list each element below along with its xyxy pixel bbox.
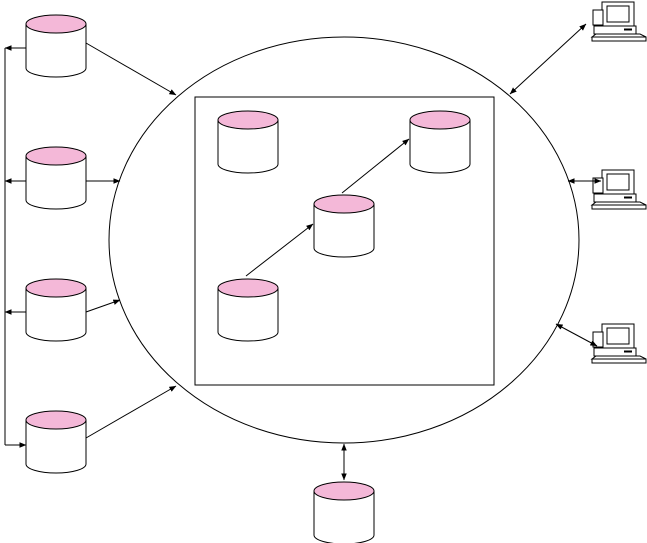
inner-flow-arrows <box>245 138 410 277</box>
left-connections <box>85 42 177 439</box>
database-icon <box>25 278 87 342</box>
workstation-icon <box>591 169 647 210</box>
left-bus <box>4 45 27 448</box>
central-network-circle <box>108 36 580 444</box>
database-icon <box>313 194 375 258</box>
database-icon <box>409 110 471 174</box>
database-icon <box>25 410 87 474</box>
database-icon <box>25 146 87 210</box>
central-server-box <box>194 96 495 386</box>
workstation-icon <box>591 1 647 42</box>
database-icon <box>217 278 279 342</box>
workstation-icon <box>591 323 647 364</box>
database-icon <box>25 14 87 78</box>
database-icon <box>313 481 375 543</box>
database-icon <box>217 110 279 174</box>
workstation-connections <box>509 23 602 347</box>
